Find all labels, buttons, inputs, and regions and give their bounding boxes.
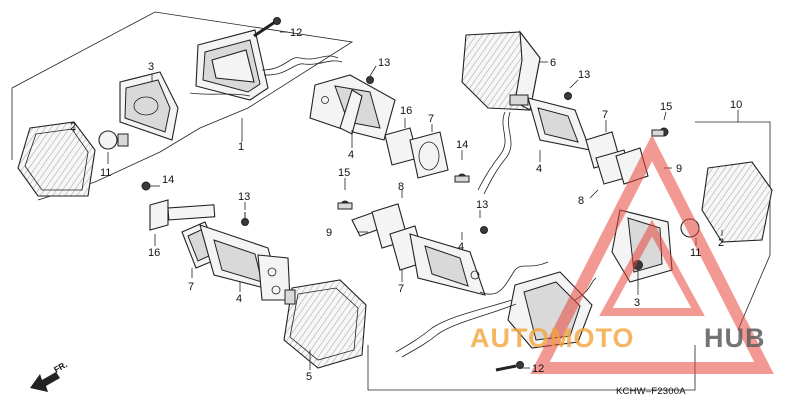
front-direction-indicator: FR. — [30, 359, 69, 392]
watermark-word-1: AUTOMOTO — [470, 323, 635, 353]
callout-8: 8 — [398, 181, 404, 193]
callout-14: 14 — [456, 139, 468, 151]
bolt-part-14-center — [454, 173, 470, 183]
callout-5: 5 — [306, 371, 312, 383]
callout-12: 12 — [532, 363, 544, 375]
center-stay-assembly-upper — [309, 74, 470, 183]
screw-part-12-top — [253, 17, 281, 38]
callout-13: 13 — [578, 69, 590, 81]
callout-16: 16 — [400, 105, 412, 117]
screw-part-13-center-lower — [480, 226, 488, 234]
watermark: AUTOMOTO HUB — [470, 134, 774, 374]
bolt-part-15-right — [651, 127, 669, 137]
callout-7: 7 — [428, 113, 434, 125]
bulb-socket-part-3 — [119, 71, 179, 141]
callout-9: 9 — [676, 163, 682, 175]
callout-8: 8 — [578, 195, 584, 207]
winker-stay-part-4-upper-center — [309, 74, 396, 141]
callout-4: 4 — [458, 241, 464, 253]
winker-stay-part-4-lower-center — [409, 233, 486, 296]
callout-leaders — [73, 31, 739, 370]
bolt-part-14-left — [141, 181, 151, 191]
screw-part-13-right — [564, 92, 572, 100]
callout-1: 1 — [238, 141, 244, 153]
callout-7: 7 — [188, 281, 194, 293]
callout-10: 10 — [730, 99, 742, 111]
front-left-stay-assembly — [141, 181, 367, 369]
direction-arrow-icon — [30, 372, 60, 392]
mount-bracket-part-16-left — [149, 199, 216, 231]
callout-11: 11 — [100, 167, 111, 179]
callout-7: 7 — [602, 109, 608, 121]
callout-15: 15 — [660, 101, 672, 113]
winker-lens-part-2 — [17, 121, 96, 197]
callout-16: 16 — [148, 247, 160, 259]
callout-13: 13 — [378, 57, 390, 69]
callout-3: 3 — [634, 297, 640, 309]
callout-4: 4 — [536, 163, 542, 175]
callout-12: 12 — [290, 27, 302, 39]
callout-2: 2 — [718, 237, 724, 249]
callout-7: 7 — [398, 283, 404, 295]
winker-stay-part-4-right — [527, 97, 591, 151]
bolt-part-15-center — [337, 200, 353, 210]
diagram-code: KCHW–F2300A — [616, 386, 686, 397]
front-left-winker-assembly — [17, 17, 343, 197]
callout-9: 9 — [326, 227, 332, 239]
callout-14: 14 — [162, 174, 174, 186]
winker-stay-part-4-left — [199, 224, 291, 301]
callout-4: 4 — [348, 149, 354, 161]
winker-lens-part-6 — [461, 30, 541, 111]
watermark-word-2: HUB — [704, 323, 766, 353]
bulb-part-11 — [98, 130, 129, 150]
callout-13: 13 — [476, 199, 488, 211]
winker-lens-part-2-right — [701, 161, 773, 243]
rear-right-winker-assembly — [461, 30, 669, 195]
callout-2: 2 — [70, 121, 76, 133]
gasket-part-7-center-upper — [409, 131, 449, 179]
screw-part-13-center-upper — [366, 76, 374, 84]
callout-labels: 1 2 3 4 4 4 4 5 6 7 7 7 7 8 8 9 9 10 11 … — [70, 27, 742, 383]
callout-3: 3 — [148, 61, 154, 73]
winker-housing-part-1 — [189, 29, 343, 101]
winker-lens-part-5 — [283, 279, 367, 369]
callout-13: 13 — [238, 191, 250, 203]
callout-15: 15 — [338, 167, 350, 179]
center-stay-assembly-lower — [337, 200, 549, 296]
callout-6: 6 — [550, 57, 556, 69]
group-outline-front-left — [11, 11, 354, 201]
screw-part-12-bottom — [495, 361, 524, 372]
callout-11: 11 — [690, 247, 701, 259]
callout-4: 4 — [236, 293, 242, 305]
screw-part-13-left — [241, 212, 249, 226]
direction-label: FR. — [52, 359, 69, 375]
watermark-triangle — [530, 134, 774, 374]
